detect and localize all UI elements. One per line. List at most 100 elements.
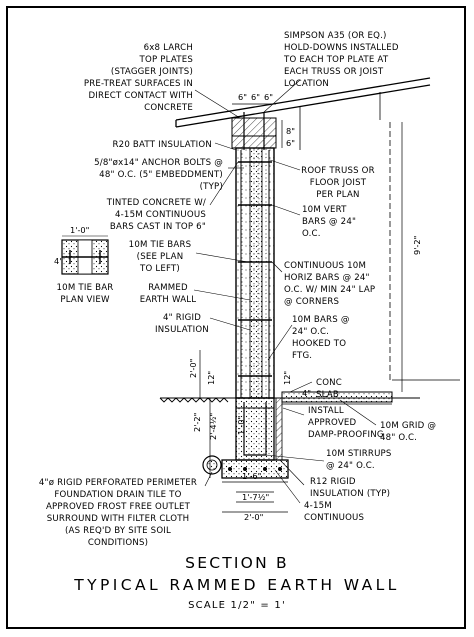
svg-text:R20 BATT INSULATION: R20 BATT INSULATION (112, 140, 212, 150)
svg-text:10M TIE BAR: 10M TIE BAR (57, 283, 114, 293)
sheet-border (6, 6, 466, 629)
svg-text:HOOKED TO: HOOKED TO (292, 339, 346, 349)
title-block: SECTION B TYPICAL RAMMED EARTH WALL SCAL… (73, 554, 399, 611)
svg-text:9'-2": 9'-2" (412, 236, 422, 255)
roof-truss-note: ROOF TRUSS OR FLOOR JOIST PER PLAN (301, 166, 375, 200)
svg-text:CONTINUOUS: CONTINUOUS (304, 513, 364, 523)
svg-text:TINTED CONCRETE W/: TINTED CONCRETE W/ (106, 198, 206, 208)
continuous-15m-note: 4-15M CONTINUOUS (304, 501, 364, 523)
leader-lines (193, 79, 377, 504)
grade-line (159, 397, 229, 403)
drain-tile-note: 4"ø RIGID PERFORATED PERIMETER FOUNDATIO… (39, 478, 197, 548)
svg-text:TO EACH TOP PLATE AT: TO EACH TOP PLATE AT (283, 55, 389, 65)
svg-text:48" O.C. (5" EMBEDDMENT): 48" O.C. (5" EMBEDDMENT) (99, 170, 223, 180)
svg-text:2'-0": 2'-0" (188, 359, 198, 378)
svg-text:1'-0": 1'-0" (70, 225, 89, 235)
horizontal-bars (238, 161, 272, 377)
dimension-lines (199, 103, 403, 513)
svg-text:(STAGGER JOINTS): (STAGGER JOINTS) (111, 67, 193, 77)
svg-text:PLAN VIEW: PLAN VIEW (60, 295, 110, 305)
svg-text:(SEE PLAN: (SEE PLAN (137, 252, 184, 262)
svg-text:RAMMED: RAMMED (148, 283, 188, 293)
svg-text:HOLD-DOWNS INSTALLED: HOLD-DOWNS INSTALLED (284, 43, 399, 53)
svg-text:INSULATION (TYP): INSULATION (TYP) (310, 489, 390, 499)
svg-text:6": 6" (251, 92, 260, 102)
svg-text:10M STIRRUPS: 10M STIRRUPS (326, 449, 392, 459)
svg-text:5/8"øx14" ANCHOR BOLTS @: 5/8"øx14" ANCHOR BOLTS @ (94, 158, 223, 168)
svg-text:CONCRETE: CONCRETE (144, 103, 193, 113)
svg-text:(AS REQ'D BY SITE SOIL: (AS REQ'D BY SITE SOIL (65, 526, 171, 536)
r12-note: R12 RIGID INSULATION (TYP) (310, 477, 390, 499)
svg-text:4": 4" (302, 388, 311, 398)
tinted-concrete-note: TINTED CONCRETE W/ 4-15M CONTINUOUS BARS… (106, 198, 206, 232)
svg-text:(TYP): (TYP) (200, 182, 223, 192)
conc-slab-note: CONC SLAB (316, 378, 342, 400)
damp-proofing-note: INSTALL APPROVED DAMP-PROOFING (308, 406, 384, 440)
concrete-slab (281, 379, 460, 405)
svg-text:10M TIE BARS: 10M TIE BARS (129, 240, 192, 250)
roof-truss (175, 77, 431, 380)
svg-text:EARTH WALL: EARTH WALL (140, 295, 197, 305)
section-title: SECTION B (185, 554, 289, 572)
svg-text:4-15M: 4-15M (304, 501, 332, 511)
svg-text:4" RIGID: 4" RIGID (163, 313, 201, 323)
vert-bars-note: 10M VERT BARS @ 24" O.C. (302, 205, 356, 239)
svg-text:TOP PLATES: TOP PLATES (139, 55, 193, 65)
grid-note: 10M GRID @ 48" O.C. (380, 421, 436, 443)
top-plates-note: 6x8 LARCH TOP PLATES (STAGGER JOINTS) PR… (84, 43, 193, 113)
svg-text:FOUNDATION DRAIN TILE TO: FOUNDATION DRAIN TILE TO (54, 490, 181, 500)
svg-text:6x8 LARCH: 6x8 LARCH (144, 43, 193, 53)
svg-text:10M BARS @: 10M BARS @ (292, 315, 350, 325)
svg-text:APPROVED: APPROVED (308, 418, 357, 428)
svg-text:CONTINUOUS 10M: CONTINUOUS 10M (284, 261, 366, 271)
svg-text:1'-6": 1'-6" (242, 471, 261, 481)
tie-bars-note: 10M TIE BARS (SEE PLAN TO LEFT) (129, 240, 192, 274)
svg-text:4-15M CONTINUOUS: 4-15M CONTINUOUS (115, 210, 206, 220)
svg-text:@ CORNERS: @ CORNERS (284, 297, 339, 307)
svg-text:LOCATION: LOCATION (284, 79, 329, 89)
svg-text:BARS @ 24": BARS @ 24" (302, 217, 356, 227)
svg-text:6": 6" (286, 138, 295, 148)
svg-text:DIRECT CONTACT WITH: DIRECT CONTACT WITH (88, 91, 193, 101)
anchor-bolts-note: 5/8"øx14" ANCHOR BOLTS @ 48" O.C. (5" EM… (94, 158, 223, 192)
svg-text:4"ø RIGID PERFORATED PERIMETER: 4"ø RIGID PERFORATED PERIMETER (39, 478, 197, 488)
svg-text:O.C.: O.C. (302, 229, 321, 239)
svg-text:1'-0": 1'-0" (236, 416, 246, 435)
svg-text:1'-7½": 1'-7½" (242, 492, 269, 502)
svg-text:APPROVED FROST FREE OUTLET: APPROVED FROST FREE OUTLET (46, 502, 191, 512)
svg-text:2'-0": 2'-0" (244, 512, 263, 522)
svg-text:CONC: CONC (316, 378, 342, 388)
svg-text:DAMP-PROOFING: DAMP-PROOFING (308, 430, 384, 440)
svg-text:SURROUND WITH FILTER CLOTH: SURROUND WITH FILTER CLOTH (47, 514, 190, 524)
svg-text:R12 RIGID: R12 RIGID (310, 477, 356, 487)
svg-text:PRE-TREAT SURFACES IN: PRE-TREAT SURFACES IN (84, 79, 193, 89)
plan-view-note: 10M TIE BAR PLAN VIEW (57, 283, 114, 305)
svg-text:HORIZ BARS @ 24": HORIZ BARS @ 24" (284, 273, 370, 283)
svg-text:12": 12" (282, 371, 292, 385)
svg-text:ROOF TRUSS OR: ROOF TRUSS OR (301, 166, 375, 176)
svg-text:2'-2": 2'-2" (192, 413, 202, 432)
svg-text:FTG.: FTG. (292, 351, 312, 361)
section-subtitle: TYPICAL RAMMED EARTH WALL (73, 576, 399, 594)
drain-tile-icon (202, 455, 222, 475)
svg-text:24" O.C.: 24" O.C. (292, 327, 329, 337)
batt-insulation-note: R20 BATT INSULATION (112, 140, 212, 150)
svg-text:SLAB: SLAB (316, 390, 339, 400)
footing (160, 397, 420, 479)
svg-text:EACH TRUSS OR JOIST: EACH TRUSS OR JOIST (284, 67, 384, 77)
svg-text:TO LEFT): TO LEFT) (139, 264, 180, 274)
svg-text:INSULATION: INSULATION (155, 325, 209, 335)
svg-text:CONDITIONS): CONDITIONS) (88, 538, 148, 548)
horiz-bars-note: CONTINUOUS 10M HORIZ BARS @ 24" O.C. W/ … (284, 261, 375, 307)
svg-text:@ 24" O.C.: @ 24" O.C. (326, 461, 375, 471)
svg-text:6": 6" (238, 92, 247, 102)
hold-downs-note: SIMPSON A35 (OR EQ.) HOLD-DOWNS INSTALLE… (283, 31, 399, 89)
svg-text:INSTALL: INSTALL (308, 406, 344, 416)
svg-text:O.C. W/ MIN 24" LAP: O.C. W/ MIN 24" LAP (284, 285, 375, 295)
rammed-earth-wall (235, 147, 275, 399)
svg-text:BARS CAST IN TOP 6": BARS CAST IN TOP 6" (110, 222, 206, 232)
svg-text:4": 4" (54, 256, 63, 266)
svg-text:6": 6" (264, 92, 273, 102)
